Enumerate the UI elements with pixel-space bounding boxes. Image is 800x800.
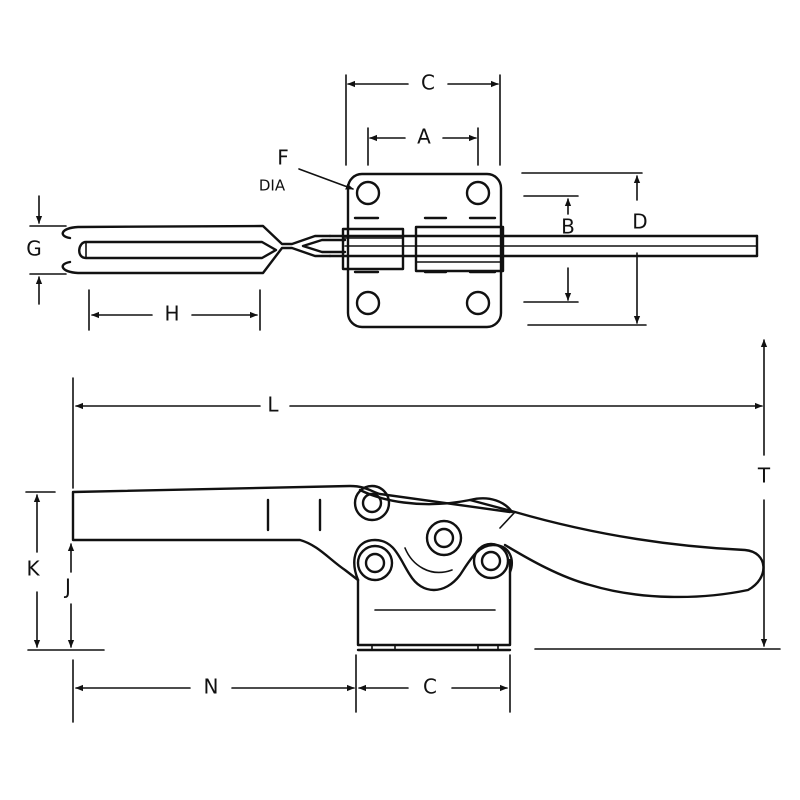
label-n: N [204,675,219,699]
label-c-bottom: C [423,675,437,699]
dim-f: F DIA [259,146,354,195]
pivot-pin [472,542,510,580]
dim-b: B [523,195,579,303]
mounting-hole [355,180,381,206]
pivot-pin [353,484,391,522]
side-handle [468,498,765,599]
label-dia: DIA [259,177,286,195]
label-c-top: C [421,71,435,95]
base-plate [346,172,503,329]
mounting-hole [465,180,491,206]
dim-c-bottom: C [358,654,511,713]
base-ticks [371,644,499,651]
hinge-blocks [341,216,505,274]
label-g: G [26,237,42,261]
dim-c-top: C [345,71,501,166]
base-block [356,558,512,647]
top-handle [61,224,347,275]
label-a: A [417,125,431,149]
dim-h: H [88,289,261,331]
dim-a: A [367,125,479,166]
label-f: F [277,146,289,170]
side-bar [71,484,512,582]
dim-k: K [25,491,105,651]
dim-l: L [72,377,763,489]
dim-d: D [521,172,648,326]
pivot-pin [425,519,463,557]
label-d: D [632,210,647,234]
label-b: B [561,215,575,239]
label-h: H [164,302,179,326]
mounting-hole [465,290,491,316]
top-view: C A F DIA B D [26,71,759,331]
mounting-hole [355,290,381,316]
top-bar [328,234,759,258]
label-j: J [63,575,71,599]
label-k: K [26,557,40,581]
side-plate [353,538,514,592]
dim-g: G [26,195,67,305]
label-t: T [757,464,771,488]
label-l: L [267,393,279,417]
dim-j: J [63,543,75,648]
dim-t: T [534,339,781,650]
side-view: L T K J N [25,339,781,723]
pivot-pin [356,544,394,582]
dim-n: N [72,654,357,723]
